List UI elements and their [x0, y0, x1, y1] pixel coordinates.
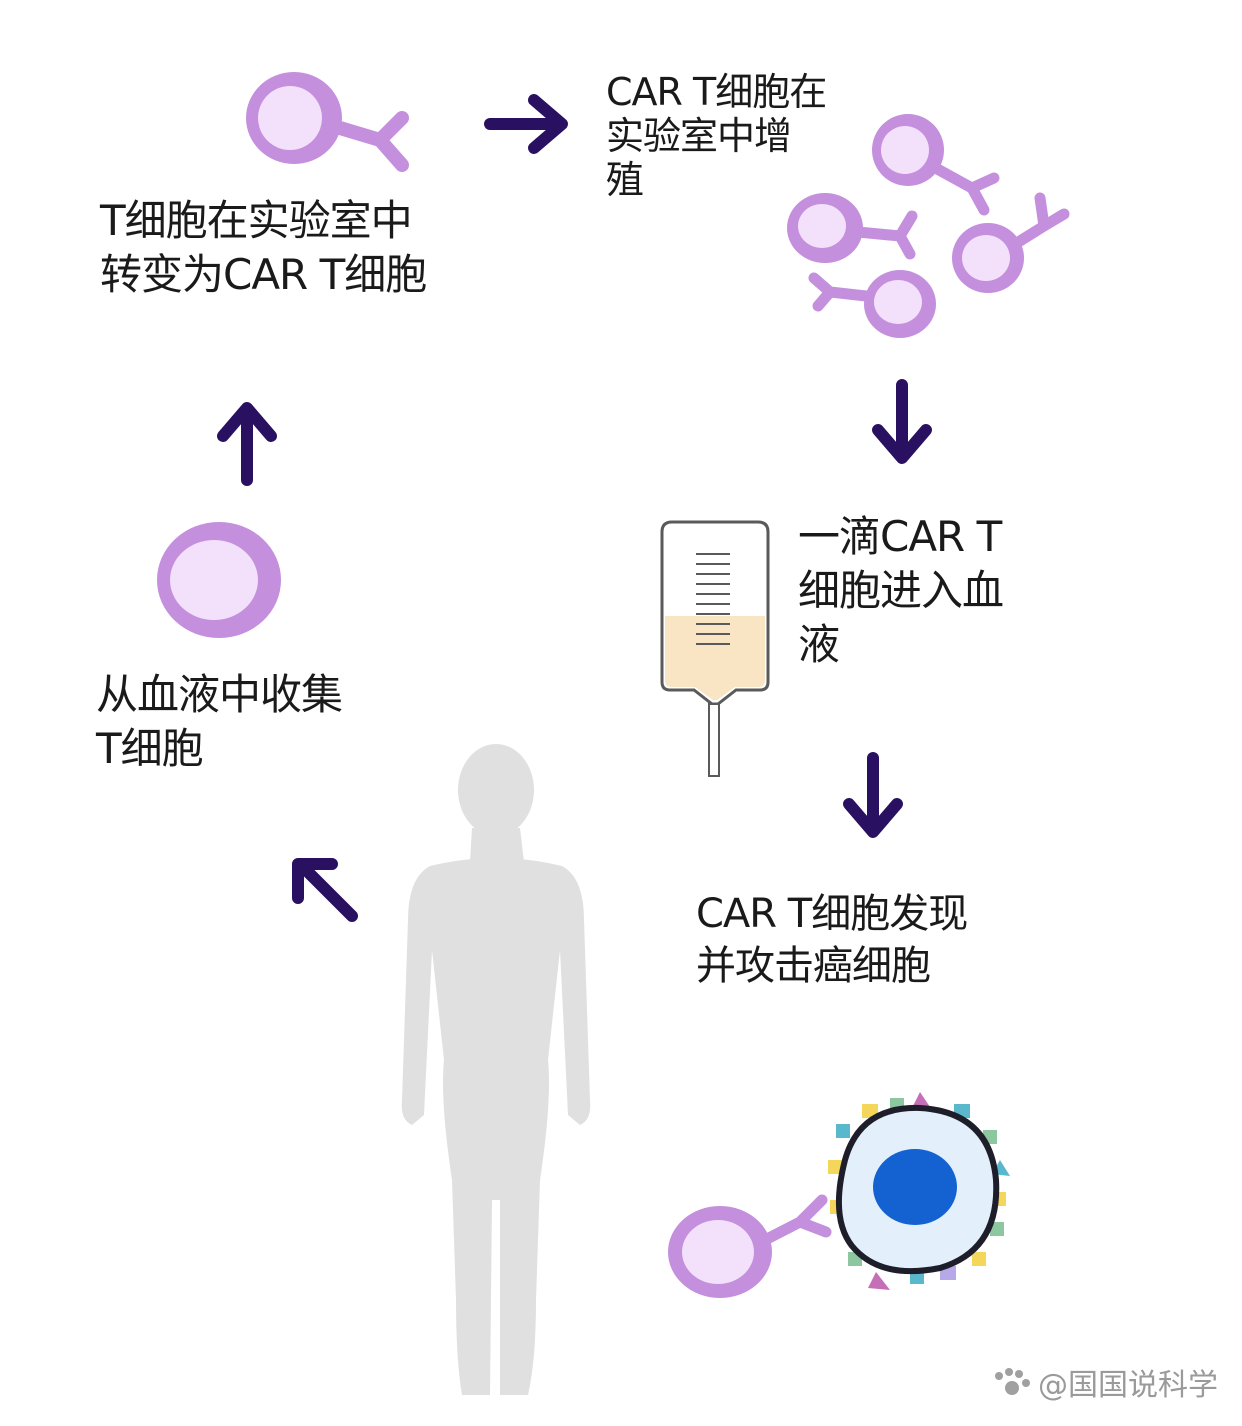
human-silhouette-icon: [401, 744, 591, 1395]
step-collect-label: 从血液中收集 T细胞: [96, 670, 343, 773]
cancer-cell-icon: [828, 1092, 1010, 1290]
arrow-icon: [217, 94, 932, 922]
iv-bag-icon: [660, 520, 770, 777]
car-t-cell-icon: [952, 192, 1070, 293]
step-convert-label: T细胞在实验室中 转变为CAR T细胞: [100, 196, 427, 299]
car-t-cell-icon: [872, 114, 1000, 216]
car-t-cell-icon: [808, 270, 936, 338]
car-t-cell-icon: [246, 72, 409, 172]
step-infuse-label: 一滴CAR T 细胞进入血 液: [798, 512, 1004, 669]
t-cell-icon: [157, 522, 281, 638]
step-multiply-label: CAR T细胞在 实验室中增 殖: [606, 70, 827, 202]
paw-icon: [995, 1368, 1030, 1395]
car-t-cell-icon: [668, 1194, 832, 1298]
watermark: @国国说科学: [1038, 1368, 1218, 1403]
car-t-cell-icon: [787, 193, 918, 263]
step-attack-label: CAR T细胞发现 并攻击癌细胞: [696, 891, 968, 989]
